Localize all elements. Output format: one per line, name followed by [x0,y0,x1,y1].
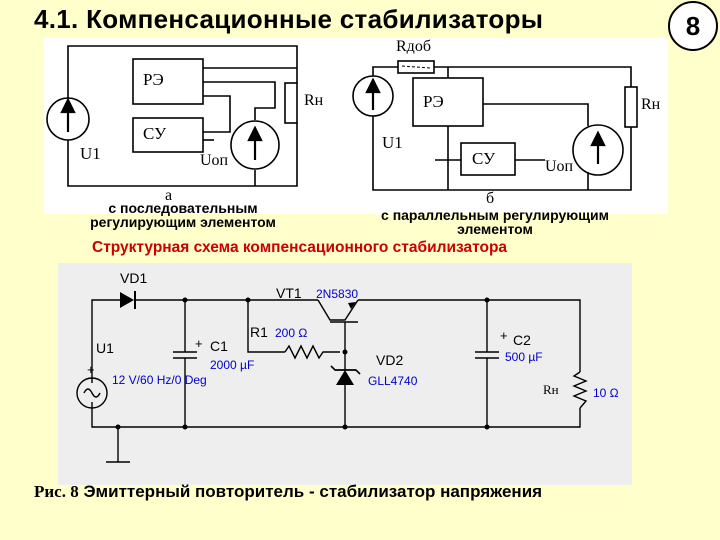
u1-ac-source [76,377,108,409]
r1-value: 200 Ω [275,326,308,340]
u1-label: U1 [96,340,114,356]
scheme-a-rn-resistor [284,82,298,124]
vd2-label: VD2 [376,352,404,368]
vt1-model: 2N5830 [316,287,359,301]
scheme-a-u1-label: U1 [80,144,101,163]
scheme-a-letter: а [165,187,173,204]
rn-value: 10 Ω [593,386,619,400]
scheme-b-rdob-label: Rдоб [396,38,431,55]
scheme-b-letter: б [486,190,495,207]
vd1-diode [120,292,134,308]
scheme-b-caption-line2: элементом [457,221,533,237]
u1-value: 12 V/60 Hz/0 Deg [112,373,207,387]
vd1-label: VD1 [120,270,148,286]
c2-label: C2 [513,332,531,348]
c1-plus: + [195,336,203,351]
scheme-a-su-box [132,117,204,153]
page-number-badge: 8 [668,1,718,51]
scheme-b-ref-source [572,124,624,176]
scheme-a-re-label: РЭ [143,70,164,89]
u1-plus: + [87,362,95,377]
rn-label: Rн [543,382,559,397]
scheme-b-uop-label: Uоп [545,158,574,175]
scheme-a-uop-label: Uоп [200,152,229,169]
r1-label: R1 [250,324,268,340]
scheme-a-ref-source [230,120,280,170]
scheme-a-rn-label: Rн [304,92,324,109]
structural-caption: Структурная схема компенсационного стаби… [92,239,508,256]
figure-number: Рис. 8 [34,482,79,501]
vt1-label: VT1 [276,285,302,301]
scheme-b-rn-label: Rн [641,96,661,113]
c2-plus: + [500,328,508,343]
figure-caption-text: Эмиттерный повторитель - стабилизатор на… [78,482,543,501]
scheme-a-caption-line1: с последовательным [108,200,258,216]
slide-title: 4.1. Компенсационные стабилизаторы [34,4,544,34]
scheme-a-caption-line2: регулирующим элементом [90,214,276,230]
c1-value: 2000 µF [210,358,255,372]
scheme-b-u1-source [352,75,394,117]
scheme-b-re-label: РЭ [423,92,444,111]
vd2-zener [336,370,354,385]
scheme-a-su-label: СУ [143,124,167,143]
scheme-b-caption: с параллельным регулирующим элементом [335,208,655,236]
scheme-b-u1-label: U1 [382,133,403,152]
vd2-model: GLL4740 [368,374,418,388]
scheme-b-caption-line1: с параллельным регулирующим [381,207,609,223]
c1-label: C1 [210,338,228,354]
scheme-b-su-box [460,142,516,176]
scheme-b-su-label: СУ [472,149,496,168]
figure-caption: Рис. 8 Эмиттерный повторитель - стабилиз… [34,482,542,502]
scheme-a-caption: с последовательным регулирующим элементо… [58,201,308,229]
c2-value: 500 µF [505,350,543,364]
